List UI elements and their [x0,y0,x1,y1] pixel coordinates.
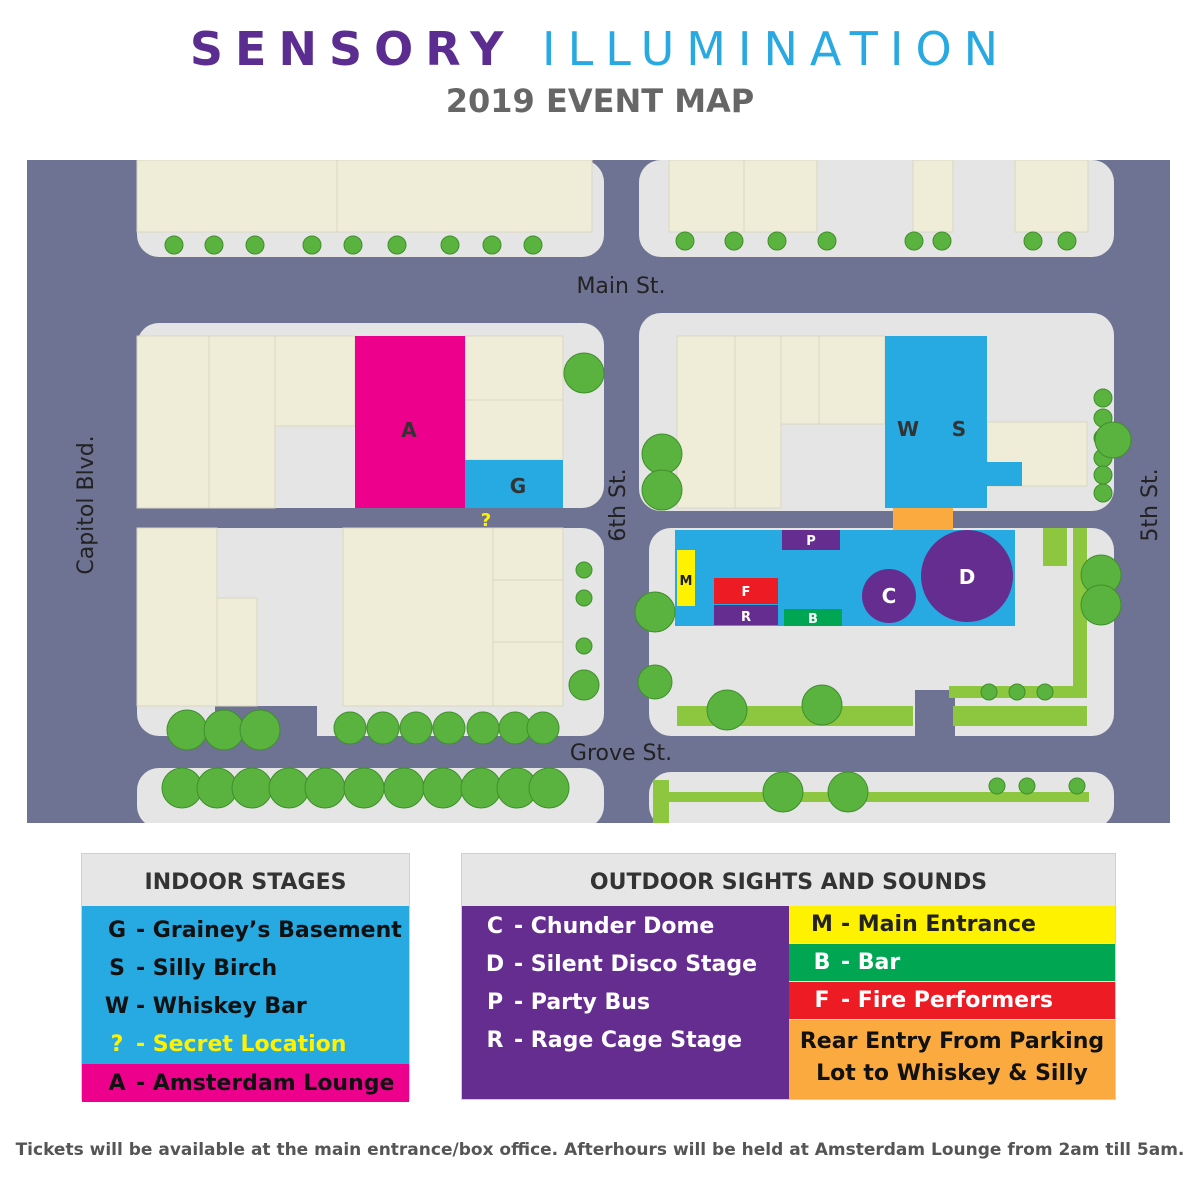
buildings-north [136,160,1089,233]
chunder-dome-marker[interactable] [862,569,916,623]
street-sixth: 6th St. [606,468,631,541]
title-illumination: ILLUMINATION [542,22,1011,76]
street-capitol: Capitol Blvd. [74,435,99,574]
legend-item-rear-entry: Rear Entry From Parking Lot to Whiskey &… [789,1020,1115,1099]
legend-item-r: R- Rage Cage Stage [486,1028,743,1053]
buildings-west [136,335,564,509]
fire-performers-marker[interactable] [714,578,778,604]
marker-label-m: M [680,574,693,589]
marker-label-f: F [742,585,751,600]
marker-label-a: A [401,418,417,442]
legend-outdoor-stages: C- Chunder Dome D- Silent Disco Stage P-… [462,906,789,1099]
marker-label-secret: ? [481,510,491,531]
legend-item-secret: ?- Secret Location [110,1032,347,1057]
legend-item-g: G- Grainey’s Basement [107,918,402,943]
silent-disco-marker[interactable] [921,530,1013,622]
marker-label-b: B [808,612,818,627]
legend-item-s: S- Silly Birch [109,956,278,981]
legend-item-c: C- Chunder Dome [486,914,715,939]
legend-item-b: B- Bar [789,944,1115,982]
street-main: Main St. [576,274,665,299]
legend-item-d: D- Silent Disco Stage [485,952,758,977]
buildings-east [676,335,1088,509]
building-amsterdam-lounge[interactable] [355,336,465,508]
marker-label-w: W [897,417,919,441]
legend-item-w: W- Whiskey Bar [104,994,307,1019]
buildings-southwest [136,527,564,707]
marker-label-g: G [510,474,526,498]
legend-indoor-list: G- Grainey’s Basement S- Silly Birch W- … [82,906,409,1064]
legend-indoor: INDOOR STAGES G- Grainey’s Basement S- S… [81,853,410,1102]
rear-entry-line1: Rear Entry From Parking [799,1029,1105,1054]
street-fifth: 5th St. [1138,468,1163,541]
legend-item-a: A- Amsterdam Lounge [82,1064,409,1102]
marker-label-p: P [806,534,816,549]
trees [161,231,1132,813]
bar-marker[interactable] [784,609,842,626]
event-map: Main St. Grove St. Capitol Blvd. 6th St.… [27,160,1170,823]
rear-entry-path[interactable] [893,508,953,530]
rear-entry-line2: Lot to Whiskey & Silly [816,1061,1088,1086]
marker-label-s: S [952,417,966,441]
legend-outdoor-amenities: M- Main Entrance B- Bar F- Fire Performe… [789,906,1115,1099]
footer-note: Tickets will be available at the main en… [15,1140,1185,1160]
building-silly-birch[interactable] [931,336,1022,508]
building-graineys-basement[interactable] [465,460,563,508]
party-bus-marker[interactable] [782,530,840,550]
marker-label-c: C [882,584,897,608]
rage-cage-marker[interactable] [714,605,778,625]
marker-label-d: D [959,565,976,589]
legend-indoor-heading: INDOOR STAGES [82,854,409,906]
street-grove: Grove St. [570,741,672,766]
building-whiskey-bar[interactable] [885,336,931,508]
road-gap-parking [915,690,955,736]
legend-item-p: P- Party Bus [486,990,651,1015]
legend-outdoor-heading: OUTDOOR SIGHTS AND SOUNDS [462,854,1115,906]
event-title: SENSORY ILLUMINATION [0,22,1200,76]
legend-outdoor: OUTDOOR SIGHTS AND SOUNDS C- Chunder Dom… [461,853,1116,1100]
marker-label-r: R [741,610,751,625]
event-subtitle: 2019 EVENT MAP [445,82,755,120]
legend-item-m: M- Main Entrance [789,906,1115,944]
legend-item-f: F- Fire Performers [789,982,1115,1020]
main-entrance-marker[interactable] [677,550,695,606]
title-sensory: SENSORY [189,22,516,76]
